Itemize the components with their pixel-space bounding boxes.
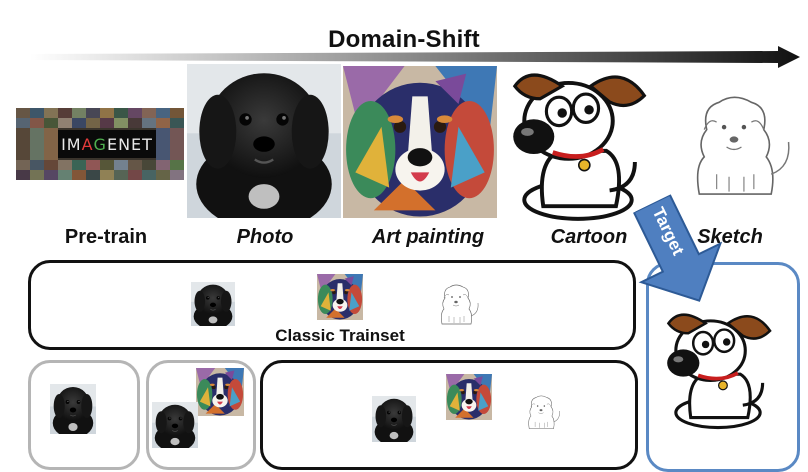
bottom3-art-thumb xyxy=(446,374,492,420)
target-arrow: Target xyxy=(607,182,745,325)
label-art-painting: Art painting xyxy=(371,226,485,248)
bottom3-photo-thumb xyxy=(372,396,416,442)
label-pretrain: Pre-train xyxy=(64,226,148,248)
bottom3-sketch-thumb xyxy=(528,395,560,429)
label-photo: Photo xyxy=(236,226,294,248)
cartoon-dog-image xyxy=(498,64,658,222)
classic-trainset-box xyxy=(28,260,636,350)
bottom2-photo-thumb xyxy=(152,402,198,448)
art-dog-image xyxy=(343,66,497,218)
trainset-photo-thumb xyxy=(191,282,235,326)
bottom2-art-thumb xyxy=(196,368,244,416)
trainset-sketch-thumb xyxy=(441,284,479,325)
target-cartoon-dog xyxy=(665,312,772,430)
target-arrow-shape xyxy=(632,193,723,302)
label-cartoon: Cartoon xyxy=(550,226,628,248)
photo-dog-image xyxy=(187,64,341,218)
domain-shift-arrow xyxy=(30,46,800,68)
imagenet-logo-im: IM xyxy=(61,134,82,154)
imagenet-logo-g: G xyxy=(93,134,107,154)
trainset-art-thumb xyxy=(317,274,363,320)
bottom1-photo-thumb xyxy=(50,384,96,434)
imagenet-logo-enet: ENET xyxy=(106,134,153,154)
label-sketch: Sketch xyxy=(697,226,763,248)
imagenet-mosaic-tiles xyxy=(16,108,184,180)
domain-shift-title: Domain-Shift xyxy=(328,26,480,53)
classic-trainset-label: Classic Trainset xyxy=(275,326,405,345)
imagenet-logo-a: A xyxy=(81,134,94,154)
